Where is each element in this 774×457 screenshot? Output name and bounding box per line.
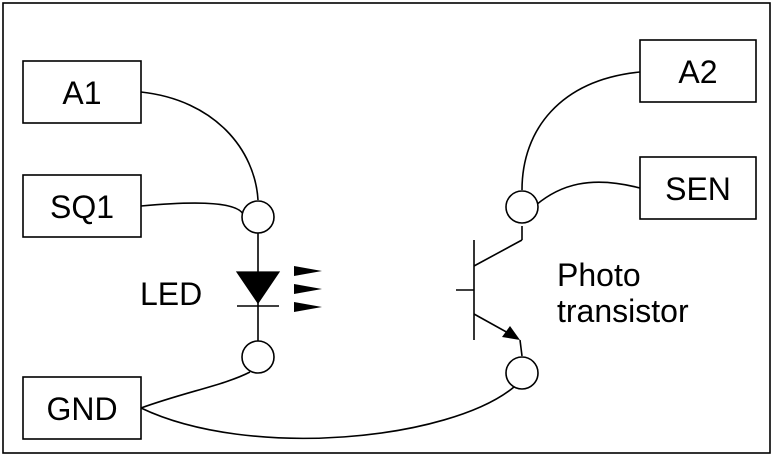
wire-sq1-led bbox=[140, 202, 244, 215]
led-symbol bbox=[235, 233, 281, 344]
pin-gnd-label: GND bbox=[46, 391, 117, 427]
pin-sq1-label: SQ1 bbox=[50, 189, 114, 225]
pin-a2-label: A2 bbox=[678, 54, 717, 90]
pin-a2: A2 bbox=[639, 39, 757, 103]
pin-gnd: GND bbox=[22, 376, 142, 440]
pin-a1: A1 bbox=[22, 60, 142, 124]
wire-sen-phototransistor bbox=[535, 181, 641, 206]
terminal-phototransistor-collector bbox=[505, 190, 539, 224]
pin-sen-label: SEN bbox=[665, 171, 731, 207]
phototransistor-label-line1: Photo bbox=[557, 257, 641, 293]
terminal-led-anode bbox=[241, 200, 275, 234]
terminal-phototransistor-emitter bbox=[505, 356, 539, 390]
wire-gnd-phototransistor bbox=[140, 386, 515, 440]
pin-sen: SEN bbox=[639, 156, 757, 220]
pin-sq1: SQ1 bbox=[22, 174, 142, 238]
phototransistor-symbol bbox=[456, 226, 523, 357]
wire-a2-phototransistor bbox=[521, 71, 641, 191]
terminal-led-cathode bbox=[241, 340, 275, 374]
wire-gnd-led bbox=[140, 371, 251, 409]
phototransistor-label-line2: transistor bbox=[557, 293, 689, 329]
light-emission-icon bbox=[294, 266, 322, 312]
led-label: LED bbox=[140, 276, 202, 312]
pin-a1-label: A1 bbox=[62, 75, 101, 111]
wire-a1-led bbox=[140, 91, 259, 201]
